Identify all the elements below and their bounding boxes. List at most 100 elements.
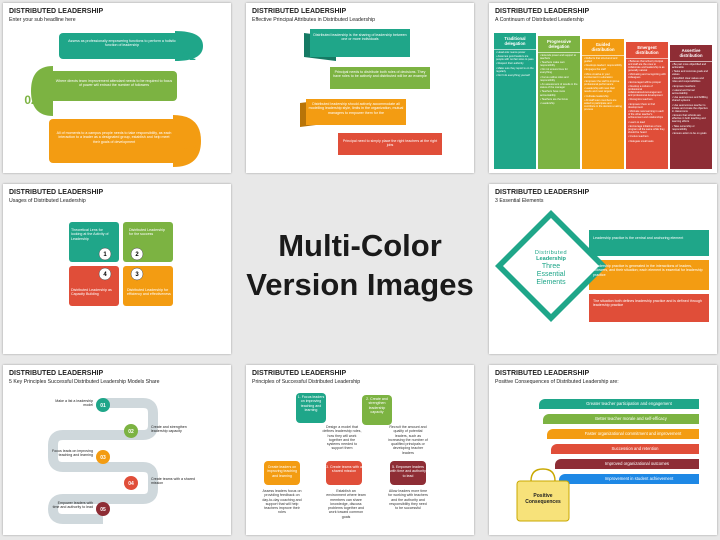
consequence-bar: Greater teacher participation and engage… — [539, 399, 699, 409]
slide-thumbnail-1[interactable]: DISTRIBUTED LEADERSHIP Enter your sub he… — [3, 3, 231, 173]
column-item: • Develops leaders' responsibility — [584, 63, 622, 67]
center-line-2: Version Images — [246, 267, 474, 302]
zigzag-diagram: 01 02 03 04 05 — [47, 398, 158, 524]
item-text: Create teams with a shared mission — [151, 477, 195, 486]
item-text: Distributed leadership is the sharing of… — [313, 33, 407, 42]
column-item: • Recognize teachers — [628, 98, 653, 102]
column-item: • An assessment of results in the status… — [540, 83, 578, 90]
slide-subtitle: Positive Consequences of Distributed Lea… — [495, 379, 619, 385]
column-item: • Reflects that structured and guided — [584, 56, 618, 63]
item-text: Focus leads on improving teaching and le… — [52, 449, 93, 458]
slide-title: DISTRIBUTED LEADERSHIP — [252, 370, 347, 377]
column-item: • Learn to lead — [628, 120, 645, 124]
item-text: Establish an environment where team memb… — [326, 489, 366, 519]
item-text: Distributed Leadership for the success — [129, 228, 165, 237]
item-text: Distributed Leadership as Capacity Build… — [71, 288, 112, 297]
item-text: The situation both defines leadership pr… — [593, 299, 702, 308]
continuum-column: Emergent distribution• Believes that sch… — [626, 42, 668, 169]
column-item: • Head-role: teams power — [496, 50, 526, 54]
column-item: • Lateral and formal accountability — [672, 89, 695, 96]
item-text: Create and strengthen leadership capacit… — [151, 425, 187, 434]
column-item: • Involve teachers — [628, 135, 649, 139]
item-heading: 3. Create teams with a shared mission — [326, 465, 362, 474]
slide-subtitle: A Continuum of Distributed Leadership — [495, 17, 584, 23]
item-text: Empower leaders with time and authority … — [52, 501, 93, 510]
item-text: Principal needs to distribute both roles… — [333, 70, 427, 79]
consequence-bar: Improvement in student achievement — [559, 474, 699, 484]
column-item: • Respect their authority — [496, 62, 524, 66]
diamond-center-text: Distributed Leadership Three Essential E… — [515, 250, 587, 287]
consequence-bar: Succession and retention — [551, 444, 699, 454]
slide-thumbnail-5[interactable]: DISTRIBUTED LEADERSHIP 3 Essential Eleme… — [489, 184, 717, 354]
column-item: • Teachers make own responsibility — [540, 60, 565, 68]
column-item: • Make sure they report to on the regula… — [496, 66, 534, 73]
column-item: • Encouraged will be prosper — [628, 80, 662, 84]
slide-title: DISTRIBUTED LEADERSHIP — [495, 8, 590, 15]
slide-thumbnail-3[interactable]: DISTRIBUTED LEADERSHIP A Continuum of Di… — [489, 3, 717, 173]
slide-title: DISTRIBUTED LEADERSHIP — [9, 8, 104, 15]
consequence-bar: Faster organizational commitment and imp… — [547, 429, 699, 439]
column-item: • Tasks and concrete goals and values — [672, 69, 708, 77]
column-item: • Don't do everything yourself — [496, 73, 530, 77]
column-header: Emergent distribution — [626, 42, 668, 59]
item-text: Assess as professionally empowering func… — [68, 39, 176, 48]
slide-thumbnail-4[interactable]: DISTRIBUTED LEADERSHIP Usages of Distrib… — [3, 184, 231, 354]
item-text: Design a model that defines leadership r… — [322, 425, 362, 451]
slide-thumbnail-2[interactable]: DISTRIBUTED LEADERSHIP Effective Princip… — [246, 3, 474, 173]
slide-subtitle: Effective Principal Attributes in Distri… — [252, 17, 376, 23]
column-item: • Cultivate leadership — [584, 94, 609, 98]
slide-thumbnail-7[interactable]: DISTRIBUTED LEADERSHIP Principles of Suc… — [246, 365, 474, 535]
column-header: Assertive distribution — [670, 45, 712, 62]
continuum-column: Assertive distribution• Be part more obj… — [670, 45, 712, 169]
svg-text:03: 03 — [183, 139, 197, 153]
center-line: Essential — [536, 270, 566, 278]
column-item: • Ensure action to be on goals — [672, 132, 707, 136]
column-item: • Take ownership or responsibility — [672, 124, 695, 131]
positive-consequences-label: Positive Consequences — [517, 493, 569, 505]
svg-text:2: 2 — [135, 252, 139, 258]
column-item: • Delegate small tasks — [628, 139, 654, 143]
diamond-diagram — [495, 210, 709, 322]
column-item: • Use autonomous and fulfilling shared s… — [672, 96, 708, 103]
column-header: Guided distribution — [582, 39, 624, 56]
column-item: • Leadership will meet their results and… — [584, 87, 616, 94]
column-item: • Extends power and support to teachers — [540, 53, 577, 60]
column-item: • Empower them to find development — [628, 102, 655, 109]
consequence-bar: Better teacher morale and self-efficacy — [543, 414, 699, 424]
slide-subtitle: Principles of Successful Distributed Lea… — [252, 379, 361, 385]
column-header: Traditional delegation — [494, 33, 536, 50]
item-text: Where directs team improvement attendant… — [55, 79, 173, 88]
slide-thumbnail-8[interactable]: DISTRIBUTED LEADERSHIP Positive Conseque… — [489, 365, 717, 535]
item-heading: Create leaders on improving teaching and… — [266, 465, 298, 478]
column-item: • Encourage initiatives of one program a… — [628, 124, 665, 134]
item-text: Allow leaders more time for working with… — [388, 489, 428, 511]
column-item: • Establish clear values and roles and r… — [672, 77, 704, 84]
label-line: Positive — [533, 493, 553, 499]
consequence-text: Improvement in student achievement — [604, 476, 674, 481]
slide-title: DISTRIBUTED LEADERSHIP — [252, 8, 347, 15]
slide-subtitle: 3 Essential Elements — [495, 198, 544, 204]
item-text: Principal need to simply place the right… — [342, 139, 438, 148]
slide-title: DISTRIBUTED LEADERSHIP — [9, 189, 104, 196]
consequence-text: Improved organizational outcomes — [604, 461, 669, 466]
slide-subtitle: 5 Key Principles Successful Distributed … — [9, 379, 160, 385]
item-text: Leadership practice is the central and a… — [593, 236, 684, 240]
center-line: Elements — [536, 278, 566, 286]
column-item: • Ensure that schools are effective in b… — [672, 114, 706, 124]
item-text: Assess leaders focus on providing feedba… — [262, 489, 302, 515]
consequence-text: Better teacher morale and self-efficacy — [595, 416, 667, 421]
column-item: • Believes that school principal and sta… — [628, 59, 665, 72]
svg-text:05: 05 — [100, 507, 106, 513]
continuum-column: Progressive delegation• Extends power an… — [538, 36, 580, 169]
consequence-text: Succession and retention — [611, 446, 659, 451]
ribbon-diagram — [300, 29, 442, 155]
center-heading: Multi-Color Version Images — [246, 226, 474, 304]
item-heading: 5. Empower leaders with time and authori… — [390, 465, 426, 478]
number-01: 01 — [182, 49, 196, 63]
slide-title: DISTRIBUTED LEADERSHIP — [495, 189, 590, 196]
column-item: • Develop a culture of professional coll… — [628, 84, 663, 98]
puzzle-diagram: 1 2 4 3 — [69, 222, 173, 306]
item-heading: 2. Create and strengthen leadership capa… — [366, 397, 388, 414]
slide-title: DISTRIBUTED LEADERSHIP — [495, 370, 590, 377]
slide-thumbnail-6[interactable]: DISTRIBUTED LEADERSHIP 5 Key Principles … — [3, 365, 231, 535]
